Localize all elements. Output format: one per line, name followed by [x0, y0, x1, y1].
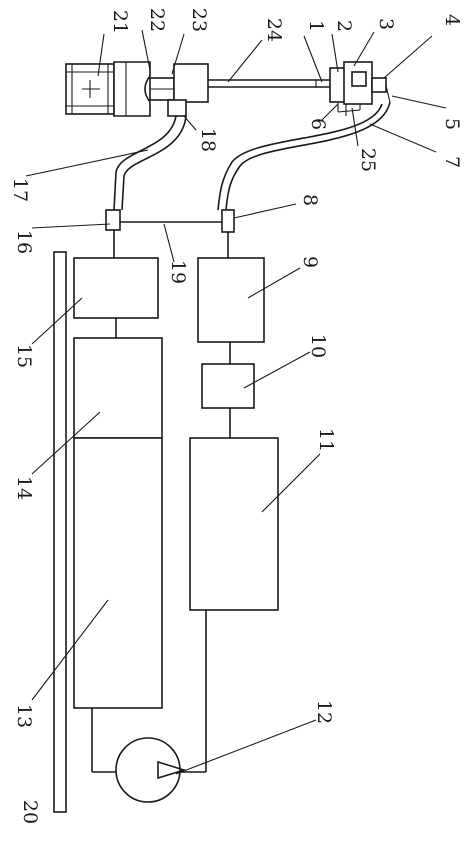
label-11: 11 — [315, 428, 337, 452]
label-1: 1 — [305, 20, 327, 32]
label-4: 4 — [441, 14, 463, 26]
base-plate-20 — [53, 251, 67, 813]
label-3: 3 — [375, 18, 397, 30]
label-24: 24 — [263, 18, 285, 42]
box-11 — [189, 437, 279, 611]
pump-12 — [115, 737, 181, 803]
box-15 — [73, 257, 159, 319]
label-6: 6 — [307, 118, 329, 130]
tube-7 — [217, 101, 391, 211]
label-15: 15 — [13, 344, 35, 368]
labels: 21 22 23 24 1 2 3 4 5 6 7 25 18 17 8 16 … — [9, 8, 463, 824]
box-9 — [197, 257, 265, 343]
box-10 — [201, 363, 255, 409]
label-7: 7 — [441, 156, 463, 168]
part-21-flange — [65, 63, 115, 115]
label-17: 17 — [9, 178, 31, 202]
part-22-coupling — [113, 61, 151, 117]
part-23-connector — [149, 63, 209, 117]
label-8: 8 — [299, 194, 321, 206]
label-12: 12 — [313, 700, 335, 724]
label-21: 21 — [109, 10, 131, 34]
probe-head — [329, 61, 391, 116]
leader-lines — [25, 29, 447, 775]
label-9: 9 — [299, 256, 321, 268]
label-2: 2 — [333, 20, 355, 32]
label-23: 23 — [188, 8, 210, 32]
connector-8 — [221, 209, 235, 233]
pump-12-arrow — [157, 760, 187, 780]
label-20: 20 — [19, 800, 41, 824]
box-13 — [73, 437, 163, 709]
label-22: 22 — [146, 8, 168, 32]
label-19: 19 — [167, 260, 189, 284]
label-14: 14 — [13, 476, 35, 500]
label-13: 13 — [13, 704, 35, 728]
connector-16 — [105, 209, 121, 231]
label-25: 25 — [357, 148, 379, 172]
label-10: 10 — [307, 334, 329, 358]
tube-17 — [113, 115, 187, 211]
label-18: 18 — [197, 128, 219, 152]
label-16: 16 — [13, 230, 35, 254]
label-5: 5 — [441, 118, 463, 130]
part-24-rod — [208, 79, 330, 88]
